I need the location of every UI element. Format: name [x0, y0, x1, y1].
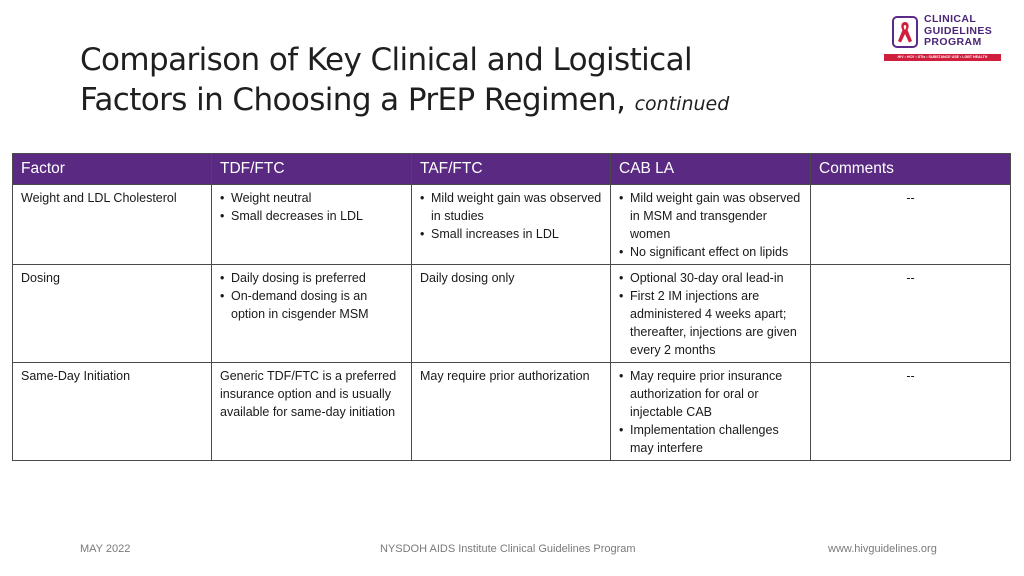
table-header-row: Factor TDF/FTC TAF/FTC CAB LA Comments	[12, 153, 1011, 185]
title-continued: continued	[634, 93, 730, 115]
list-item: Weight neutral	[220, 189, 403, 207]
list-item: Small decreases in LDL	[220, 207, 403, 225]
logo-word-2: GUIDELINES	[924, 24, 993, 37]
tdf-cell: Weight neutral Small decreases in LDL	[211, 184, 412, 265]
cab-cell: Optional 30-day oral lead-in First 2 IM …	[610, 264, 811, 363]
taf-cell: Mild weight gain was observed in studies…	[411, 184, 611, 265]
footer-url: www.hivguidelines.org	[828, 543, 937, 555]
logo-word-1: CLINICAL	[924, 13, 977, 25]
list-item: Small increases in LDL	[420, 225, 602, 243]
list-item: Mild weight gain was observed in studies	[420, 189, 602, 225]
header-taf-ftc: TAF/FTC	[411, 153, 611, 185]
cab-cell: May require prior insurance authorizatio…	[610, 362, 811, 461]
table-row: Same-Day Initiation Generic TDF/FTC is a…	[12, 362, 1011, 461]
list-item: May require prior insurance authorizatio…	[619, 367, 802, 421]
title-line-2: Factors in Choosing a PrEP Regimen, cont…	[80, 80, 840, 124]
list-item: Mild weight gain was observed in MSM and…	[619, 189, 802, 243]
factor-cell: Dosing	[12, 264, 212, 363]
header-comments: Comments	[810, 153, 1011, 185]
slide-title: Comparison of Key Clinical and Logistica…	[80, 40, 840, 124]
comments-cell: --	[810, 362, 1011, 461]
bullet-list: Daily dosing is preferred On-demand dosi…	[220, 269, 403, 323]
table-row: Weight and LDL Cholesterol Weight neutra…	[12, 184, 1011, 265]
header-factor: Factor	[12, 153, 212, 185]
bullet-list: Mild weight gain was observed in MSM and…	[619, 189, 802, 261]
list-item: No significant effect on lipids	[619, 243, 802, 261]
bullet-list: Mild weight gain was observed in studies…	[420, 189, 602, 243]
title-main-2: Factors in Choosing a PrEP Regimen,	[80, 82, 626, 118]
list-item: On-demand dosing is an option in cisgend…	[220, 287, 403, 323]
tdf-cell: Daily dosing is preferred On-demand dosi…	[211, 264, 412, 363]
taf-cell: May require prior authorization	[411, 362, 611, 461]
logo-tagline: HIV • HCV • STIs • SUBSTANCE USE • LGBT …	[884, 54, 1001, 61]
logo-wordmark: CLINICAL GUIDELINES PROGRAM	[924, 13, 993, 49]
tdf-cell: Generic TDF/FTC is a preferred insurance…	[211, 362, 412, 461]
footer-org: NYSDOH AIDS Institute Clinical Guideline…	[380, 543, 636, 555]
list-item: Implementation challenges may interfere	[619, 421, 802, 457]
bullet-list: May require prior insurance authorizatio…	[619, 367, 802, 457]
bullet-list: Weight neutral Small decreases in LDL	[220, 189, 403, 225]
table-row: Dosing Daily dosing is preferred On-dema…	[12, 264, 1011, 363]
footer-date: MAY 2022	[80, 543, 131, 555]
header-cab-la: CAB LA	[610, 153, 811, 185]
cab-cell: Mild weight gain was observed in MSM and…	[610, 184, 811, 265]
list-item: Optional 30-day oral lead-in	[619, 269, 802, 287]
factor-cell: Same-Day Initiation	[12, 362, 212, 461]
list-item: Daily dosing is preferred	[220, 269, 403, 287]
list-item: First 2 IM injections are administered 4…	[619, 287, 802, 359]
taf-cell: Daily dosing only	[411, 264, 611, 363]
prep-comparison-table: Factor TDF/FTC TAF/FTC CAB LA Comments W…	[12, 153, 1011, 461]
bullet-list: Optional 30-day oral lead-in First 2 IM …	[619, 269, 802, 359]
logo-word-3: PROGRAM	[924, 36, 982, 48]
ribbon-logo-icon	[892, 16, 918, 48]
comments-cell: --	[810, 264, 1011, 363]
clinical-guidelines-logo: CLINICAL GUIDELINES PROGRAM HIV • HCV • …	[884, 13, 1002, 66]
factor-cell: Weight and LDL Cholesterol	[12, 184, 212, 265]
title-line-1: Comparison of Key Clinical and Logistica…	[80, 42, 693, 78]
comments-cell: --	[810, 184, 1011, 265]
header-tdf-ftc: TDF/FTC	[211, 153, 412, 185]
